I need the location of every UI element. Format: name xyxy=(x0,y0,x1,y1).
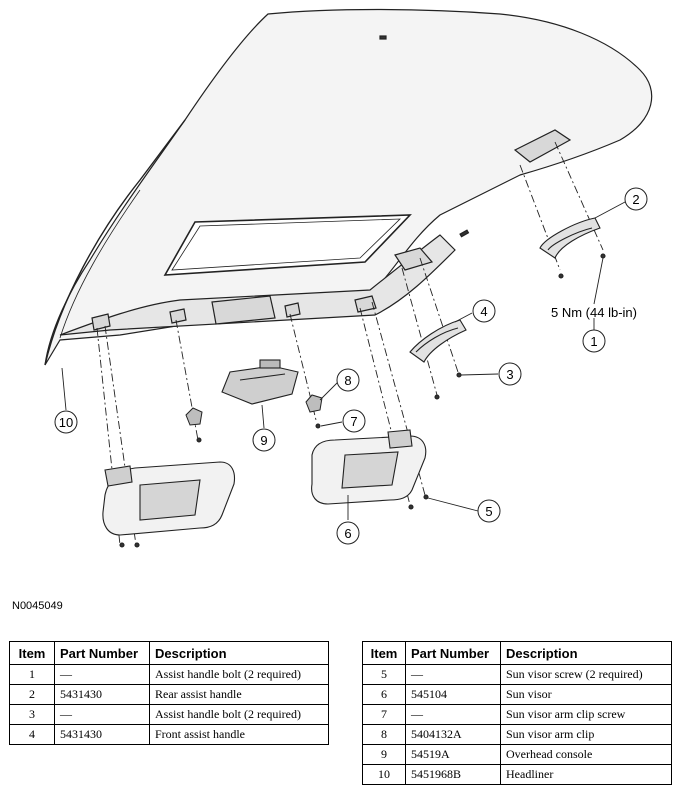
item-cell: 5 xyxy=(362,664,406,685)
part-number-cell: 5404132A xyxy=(405,724,501,745)
item-cell: 2 xyxy=(9,684,55,705)
item-cell: 6 xyxy=(362,684,406,705)
svg-text:10: 10 xyxy=(59,415,73,430)
front-assist-handle xyxy=(409,319,467,400)
figure-id: N0045049 xyxy=(12,600,63,612)
part-number-cell: — xyxy=(405,704,501,725)
part-number-cell: — xyxy=(405,664,501,685)
sun-visor-arm-clip xyxy=(305,394,323,429)
description-cell: Sun visor arm clip xyxy=(500,724,672,745)
headliner-exploded-diagram: 1 2 3 4 5 6 7 8 9 10 5 Nm (44 lb-in) xyxy=(44,8,653,548)
leader-lines xyxy=(61,201,626,520)
description-cell: Headliner xyxy=(500,764,672,785)
parts-table-left: Item Part Number Description 1 — Assist … xyxy=(9,641,329,745)
item-cell: 4 xyxy=(9,724,55,745)
headliner xyxy=(44,8,653,366)
table-header-row: Item Part Number Description xyxy=(362,641,672,665)
callout-6: 6 xyxy=(336,521,360,545)
table-row: 5 — Sun visor screw (2 required) xyxy=(362,664,672,685)
description-cell: Sun visor xyxy=(500,684,672,705)
description-cell: Assist handle bolt (2 required) xyxy=(149,664,329,685)
table-row: 3 — Assist handle bolt (2 required) xyxy=(9,704,329,725)
description-cell: Sun visor screw (2 required) xyxy=(500,664,672,685)
svg-text:2: 2 xyxy=(632,192,639,207)
table-row: 6 545104 Sun visor xyxy=(362,684,672,705)
callouts: 1 2 3 4 5 6 7 8 9 10 xyxy=(54,187,648,545)
description-cell: Front assist handle xyxy=(149,724,329,745)
left-visor-arm-clip xyxy=(185,407,203,443)
table-row: 1 — Assist handle bolt (2 required) xyxy=(9,664,329,685)
item-cell: 7 xyxy=(362,704,406,725)
svg-text:9: 9 xyxy=(260,433,267,448)
table-row: 4 5431430 Front assist handle xyxy=(9,724,329,745)
part-number-cell: 5431430 xyxy=(54,724,150,745)
callout-10: 10 xyxy=(54,410,78,434)
svg-text:3: 3 xyxy=(506,367,513,382)
header-part-number: Part Number xyxy=(54,641,150,665)
torque-spec: 5 Nm (44 lb-in) xyxy=(551,305,637,320)
callout-8: 8 xyxy=(336,368,360,392)
part-number-cell: 5431430 xyxy=(54,684,150,705)
callout-2: 2 xyxy=(624,187,648,211)
overhead-console xyxy=(221,359,299,405)
callout-1: 1 xyxy=(582,329,606,353)
header-item: Item xyxy=(362,641,406,665)
svg-text:7: 7 xyxy=(350,414,357,429)
svg-text:6: 6 xyxy=(344,526,351,541)
callout-3: 3 xyxy=(498,362,522,386)
part-number-cell: 54519A xyxy=(405,744,501,765)
callout-5: 5 xyxy=(477,499,501,523)
item-cell: 3 xyxy=(9,704,55,725)
part-number-cell: — xyxy=(54,704,150,725)
table-row: 10 5451968B Headliner xyxy=(362,764,672,785)
item-cell: 8 xyxy=(362,724,406,745)
item-cell: 9 xyxy=(362,744,406,765)
table-header-row: Item Part Number Description xyxy=(9,641,329,665)
header-item: Item xyxy=(9,641,55,665)
description-cell: Sun visor arm clip screw xyxy=(500,704,672,725)
table-row: 9 54519A Overhead console xyxy=(362,744,672,765)
part-number-cell: — xyxy=(54,664,150,685)
header-description: Description xyxy=(500,641,672,665)
part-number-cell: 545104 xyxy=(405,684,501,705)
right-sun-visor xyxy=(311,429,429,510)
table-row: 8 5404132A Sun visor arm clip xyxy=(362,724,672,745)
left-sun-visor xyxy=(102,461,236,548)
svg-text:8: 8 xyxy=(344,373,351,388)
description-cell: Overhead console xyxy=(500,744,672,765)
table-row: 7 — Sun visor arm clip screw xyxy=(362,704,672,725)
description-cell: Assist handle bolt (2 required) xyxy=(149,704,329,725)
svg-text:5: 5 xyxy=(485,504,492,519)
callout-4: 4 xyxy=(472,299,496,323)
rear-assist-handle xyxy=(539,217,606,279)
svg-text:1: 1 xyxy=(590,334,597,349)
description-cell: Rear assist handle xyxy=(149,684,329,705)
item-cell: 10 xyxy=(362,764,406,785)
header-description: Description xyxy=(149,641,329,665)
svg-text:4: 4 xyxy=(480,304,487,319)
parts-table-right: Item Part Number Description 5 — Sun vis… xyxy=(362,641,672,785)
part-number-cell: 5451968B xyxy=(405,764,501,785)
table-row: 2 5431430 Rear assist handle xyxy=(9,684,329,705)
header-part-number: Part Number xyxy=(405,641,501,665)
item-cell: 1 xyxy=(9,664,55,685)
callout-9: 9 xyxy=(252,428,276,452)
callout-7: 7 xyxy=(342,409,366,433)
